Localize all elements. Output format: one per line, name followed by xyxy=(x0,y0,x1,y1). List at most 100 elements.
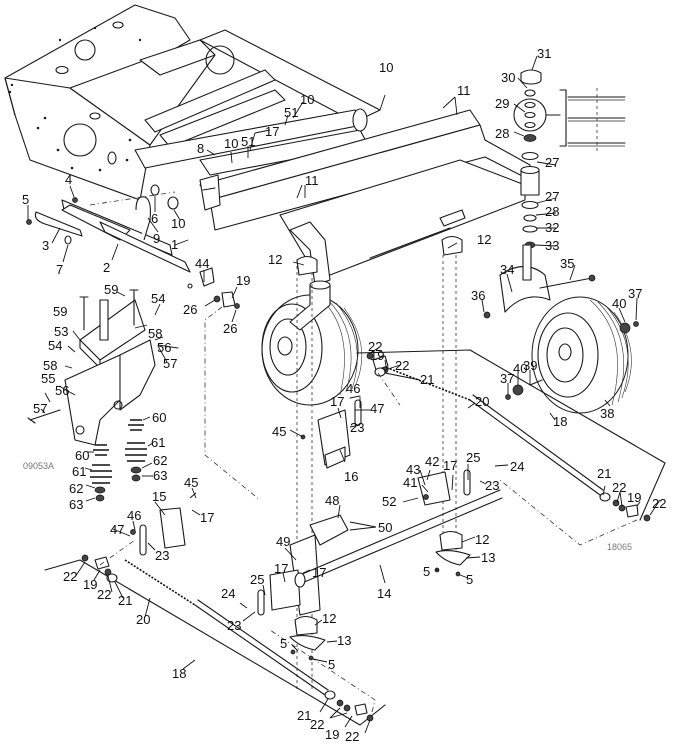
part-callout-25: 25 xyxy=(466,450,480,465)
part-callout-5: 5 xyxy=(22,192,29,207)
part-callout-47: 47 xyxy=(110,522,124,537)
part-callout-22: 22 xyxy=(368,339,382,354)
part-callout-16: 16 xyxy=(344,469,358,484)
part-callout-15: 15 xyxy=(152,489,166,504)
part-callout-61: 61 xyxy=(72,464,86,479)
part-callout-57: 57 xyxy=(33,401,47,416)
part-callout-34: 34 xyxy=(500,262,514,277)
part-callout-13: 13 xyxy=(481,550,495,565)
part-callout-12: 12 xyxy=(322,611,336,626)
part-callout-39: 39 xyxy=(523,358,537,373)
part-callout-30: 30 xyxy=(501,70,515,85)
part-callout-23: 23 xyxy=(227,618,241,633)
part-callout-12: 12 xyxy=(268,252,282,267)
part-callout-19: 19 xyxy=(325,727,339,742)
part-callout-29: 29 xyxy=(495,96,509,111)
part-callout-5: 5 xyxy=(328,657,335,672)
part-callout-28: 28 xyxy=(495,126,509,141)
part-callout-35: 35 xyxy=(560,256,574,271)
part-callout-44: 44 xyxy=(195,256,209,271)
part-callout-38: 38 xyxy=(600,406,614,421)
part-callout-5: 5 xyxy=(466,572,473,587)
part-callout-17: 17 xyxy=(265,124,279,139)
part-callout-40: 40 xyxy=(513,361,527,376)
part-callout-46: 46 xyxy=(346,381,360,396)
part-callout-62: 62 xyxy=(153,453,167,468)
leader-lines xyxy=(27,55,661,734)
part-callout-11: 11 xyxy=(305,173,319,188)
part-callout-24: 24 xyxy=(510,459,524,474)
part-callout-54: 54 xyxy=(48,338,62,353)
part-callout-22: 22 xyxy=(395,358,409,373)
part-callout-4: 4 xyxy=(65,172,72,187)
part-callout-17: 17 xyxy=(330,394,344,409)
part-callout-41: 41 xyxy=(403,475,417,490)
part-callout-63: 63 xyxy=(69,497,83,512)
part-callout-19: 19 xyxy=(83,577,97,592)
main-frame xyxy=(4,4,531,286)
part-callout-22: 22 xyxy=(63,569,77,584)
part-callout-60: 60 xyxy=(152,410,166,425)
part-callout-49: 49 xyxy=(276,534,290,549)
suspension-springs xyxy=(90,419,147,502)
part-callout-14: 14 xyxy=(377,586,391,601)
part-callout-54: 54 xyxy=(151,291,165,306)
part-callout-57: 57 xyxy=(163,356,177,371)
part-callout-27: 27 xyxy=(545,189,559,204)
part-callout-20: 20 xyxy=(475,394,489,409)
part-callout-47: 47 xyxy=(370,401,384,416)
part-callout-63: 63 xyxy=(153,468,167,483)
part-callout-21: 21 xyxy=(118,593,132,608)
part-callout-10: 10 xyxy=(379,60,393,75)
part-callout-36: 36 xyxy=(471,288,485,303)
part-callout-51: 51 xyxy=(284,105,298,120)
part-callout-5: 5 xyxy=(423,564,430,579)
part-callout-55: 55 xyxy=(41,371,55,386)
part-callout-27: 27 xyxy=(545,155,559,170)
part-callout-23: 23 xyxy=(485,478,499,493)
part-callout-52: 52 xyxy=(382,494,396,509)
part-callout-12: 12 xyxy=(477,232,491,247)
part-callout-17: 17 xyxy=(274,561,288,576)
part-callout-3: 3 xyxy=(42,238,49,253)
part-callout-42: 42 xyxy=(425,454,439,469)
part-callout-17: 17 xyxy=(312,565,326,580)
part-callout-5: 5 xyxy=(280,636,287,651)
part-callout-8: 8 xyxy=(197,141,204,156)
part-callout-20: 20 xyxy=(136,612,150,627)
part-callout-26: 26 xyxy=(223,321,237,336)
part-callout-45: 45 xyxy=(272,424,286,439)
part-callout-59: 59 xyxy=(53,304,67,319)
part-callout-21: 21 xyxy=(420,372,434,387)
part-callout-31: 31 xyxy=(537,46,551,61)
part-callout-17: 17 xyxy=(443,458,457,473)
part-callout-48: 48 xyxy=(325,493,339,508)
part-callout-56: 56 xyxy=(157,340,171,355)
part-callout-56: 56 xyxy=(55,383,69,398)
part-callout-12: 12 xyxy=(475,532,489,547)
part-callout-19: 19 xyxy=(627,490,641,505)
part-callout-10: 10 xyxy=(300,92,314,107)
part-callout-58: 58 xyxy=(148,326,162,341)
part-callout-25: 25 xyxy=(250,572,264,587)
part-callout-23: 23 xyxy=(350,420,364,435)
part-callout-60: 60 xyxy=(75,448,89,463)
center-linkage xyxy=(130,395,503,661)
part-callout-40: 40 xyxy=(612,296,626,311)
front-link-arms xyxy=(26,184,261,501)
part-callout-7: 7 xyxy=(56,262,63,277)
part-callout-22: 22 xyxy=(97,587,111,602)
part-callout-37: 37 xyxy=(628,286,642,301)
part-callout-18: 18 xyxy=(172,666,186,681)
reference-code: 18065 xyxy=(607,542,632,552)
part-callout-33: 33 xyxy=(545,238,559,253)
part-callout-32: 32 xyxy=(545,220,559,235)
part-callout-9: 9 xyxy=(153,231,160,246)
part-callout-43: 43 xyxy=(406,462,420,477)
part-callout-13: 13 xyxy=(337,633,351,648)
caster-bearing-stack xyxy=(513,69,626,249)
part-callout-53: 53 xyxy=(54,324,68,339)
part-callout-59: 59 xyxy=(104,282,118,297)
